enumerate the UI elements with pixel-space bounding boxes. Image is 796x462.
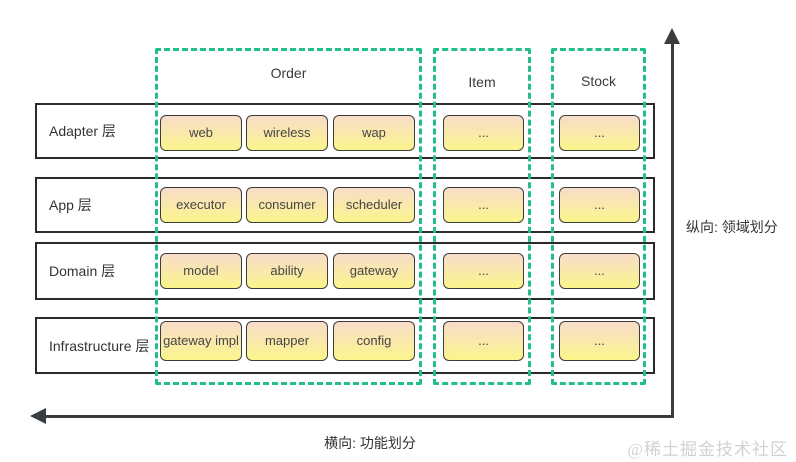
layer-label-domain: Domain 层 xyxy=(49,263,116,279)
module-box-stock-app: ... xyxy=(559,187,640,223)
module-box-mapper: mapper xyxy=(246,321,328,361)
module-box-wireless: wireless xyxy=(246,115,328,151)
module-box-scheduler: scheduler xyxy=(333,187,415,223)
domain-column-order: Order xyxy=(155,48,422,385)
column-header-stock: Stock xyxy=(580,73,616,89)
module-box-item-infra: ... xyxy=(443,321,524,361)
module-box-config: config xyxy=(333,321,415,361)
layer-label-infrastructure: Infrastructure 层 xyxy=(49,337,150,354)
layer-label-adapter: Adapter 层 xyxy=(49,123,116,139)
layer-label-app: App 层 xyxy=(49,197,92,213)
up-arrow-icon xyxy=(664,28,680,44)
domain-column-stock: Stock xyxy=(551,48,646,385)
module-box-consumer: consumer xyxy=(246,187,328,223)
module-box-ability: ability xyxy=(246,253,328,289)
column-header-item: Item xyxy=(468,74,496,90)
domain-column-item: Item xyxy=(433,48,531,385)
module-box-gateway-impl: gateway impl xyxy=(160,321,242,361)
module-box-stock-adapter: ... xyxy=(559,115,640,151)
module-box-model: model xyxy=(160,253,242,289)
module-box-stock-infra: ... xyxy=(559,321,640,361)
module-box-item-domain: ... xyxy=(443,253,524,289)
module-box-item-adapter: ... xyxy=(443,115,524,151)
module-box-stock-domain: ... xyxy=(559,253,640,289)
column-header-order: Order xyxy=(270,65,307,81)
vertical-axis-label: 纵向: 领域划分 xyxy=(686,219,778,235)
module-box-executor: executor xyxy=(160,187,242,223)
watermark: @稀土掘金技术社区 xyxy=(627,440,788,459)
module-box-web: web xyxy=(160,115,242,151)
module-box-gateway: gateway xyxy=(333,253,415,289)
module-box-wap: wap xyxy=(333,115,415,151)
horizontal-axis-line xyxy=(44,415,674,418)
horizontal-axis-label: 横向: 功能划分 xyxy=(324,435,416,451)
vertical-axis-line xyxy=(671,42,674,418)
module-box-item-app: ... xyxy=(443,187,524,223)
left-arrow-icon xyxy=(30,408,46,424)
